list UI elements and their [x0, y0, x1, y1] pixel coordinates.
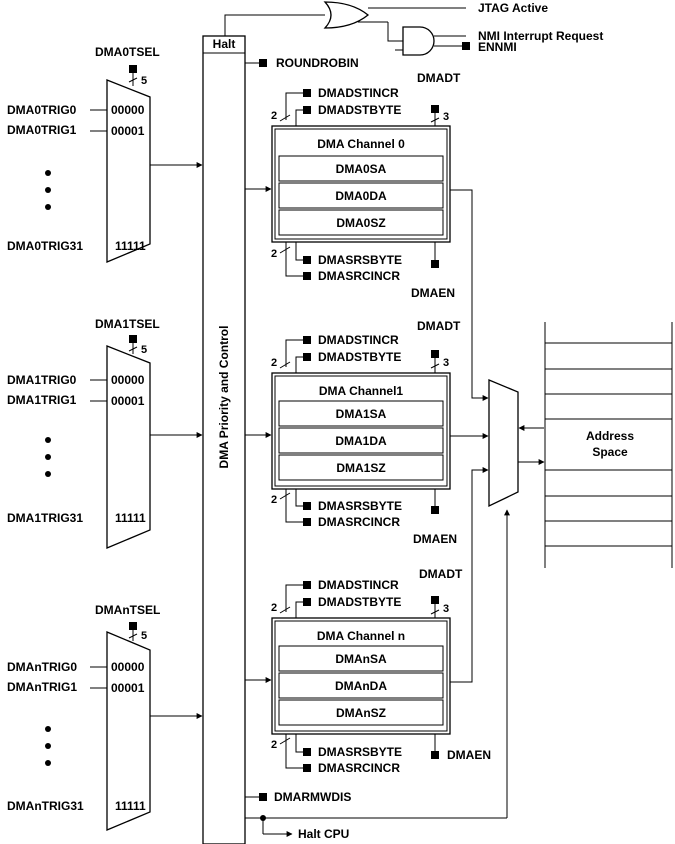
sa-register: DMAnSA — [335, 652, 387, 666]
tsel-bits: 5 — [141, 75, 147, 87]
jtag-label: JTAG Active — [478, 1, 548, 15]
trig31-label: DMAnTRIG31 — [7, 799, 84, 813]
dmadt-label: DMADT — [419, 567, 463, 581]
bits-2b-label: 2 — [271, 248, 277, 260]
dmarmwdis-label: DMARMWDIS — [274, 790, 351, 804]
tsel-label: DMAnTSEL — [95, 603, 160, 617]
trig0-label: DMA0TRIG0 — [7, 103, 77, 117]
dmadt-label: DMADT — [417, 71, 461, 85]
bits-2b-label: 2 — [271, 739, 277, 751]
trigger-mux-shape — [106, 345, 151, 549]
roundrobin-label: ROUNDROBIN — [276, 56, 359, 70]
code1-label: 00001 — [111, 394, 145, 408]
dstbyte-label: DMADSTBYTE — [318, 103, 401, 117]
dma-channel-n: DMADT DMADSTINCR DMADSTBYTE 2 3 DMA Chan… — [245, 467, 491, 775]
code0-label: 00000 — [111, 103, 145, 117]
ennmi-label: ENNMI — [478, 40, 517, 54]
code0-label: 00000 — [111, 373, 145, 387]
address-space-line1: Address — [586, 429, 634, 443]
trig1-label: DMA1TRIG1 — [7, 393, 77, 407]
dstbyte-label: DMADSTBYTE — [318, 350, 401, 364]
dmadt-label: DMADT — [417, 319, 461, 333]
da-register: DMA0DA — [335, 189, 387, 203]
channel-title: DMA Channel 0 — [317, 137, 405, 151]
trig1-label: DMA0TRIG1 — [7, 123, 77, 137]
bits-2-label: 2 — [271, 110, 277, 122]
halt-label: Halt — [213, 37, 236, 51]
trigger-mux-0: DMA0TSEL 5 DMA0TRIG0 00000 DMA0TRIG1 000… — [7, 45, 203, 263]
code1-label: 00001 — [111, 124, 145, 138]
priority-control-label: DMA Priority and Control — [217, 326, 231, 469]
tsel-bits: 5 — [141, 344, 147, 356]
dmarmwdis-signal: DMARMWDIS — [245, 790, 351, 804]
dmaen-label: DMAEN — [413, 532, 457, 546]
code31-label: 11111 — [115, 799, 146, 813]
channel-title: DMA Channel n — [317, 629, 405, 643]
bits-2-label: 2 — [271, 357, 277, 369]
dmaen-label: DMAEN — [447, 748, 491, 762]
da-register: DMA1DA — [335, 434, 387, 448]
code1-label: 00001 — [111, 681, 145, 695]
dstincr-label: DMADSTINCR — [318, 333, 399, 347]
srsbyte-label: DMASRSBYTE — [318, 253, 402, 267]
sz-register: DMAnSZ — [336, 706, 386, 720]
trig31-label: DMA0TRIG31 — [7, 239, 83, 253]
and-gate — [402, 26, 435, 56]
trig0-label: DMAnTRIG0 — [7, 660, 77, 674]
top-logic: JTAG Active NMI Interrupt Request ENNMI — [224, 1, 603, 56]
srcincr-label: DMASRCINCR — [318, 761, 400, 775]
roundrobin-signal: ROUNDROBIN — [245, 56, 359, 70]
trigger-mux-shape — [106, 79, 151, 263]
dstincr-label: DMADSTINCR — [318, 578, 399, 592]
priority-control-block: Halt DMA Priority and Control — [202, 35, 246, 844]
da-register: DMAnDA — [335, 679, 387, 693]
address-space: Address Space — [544, 322, 673, 568]
channel-title: DMA Channel1 — [319, 384, 404, 398]
dma-channel-1: DMADT DMADSTINCR DMADSTBYTE 2 3 DMA Chan… — [245, 319, 489, 546]
dstincr-label: DMADSTINCR — [318, 86, 399, 100]
dmaen-label: DMAEN — [411, 286, 455, 300]
bits-3-label: 3 — [443, 603, 449, 615]
srcincr-label: DMASRCINCR — [318, 269, 400, 283]
halt-cpu-label: Halt CPU — [298, 827, 349, 841]
sz-register: DMA1SZ — [336, 461, 385, 475]
srsbyte-label: DMASRSBYTE — [318, 745, 402, 759]
trig1-label: DMAnTRIG1 — [7, 680, 77, 694]
tsel-label: DMA0TSEL — [95, 45, 160, 59]
srsbyte-label: DMASRSBYTE — [318, 499, 402, 513]
nmi-label: NMI Interrupt Request — [478, 29, 603, 43]
bits-3-label: 3 — [443, 357, 449, 369]
code31-label: 11111 — [115, 239, 146, 253]
dma-channel-0: DMADT DMADSTINCR DMADSTBYTE 2 3 DMA Chan… — [245, 71, 489, 401]
trigger-mux-n: DMAnTSEL 5 DMAnTRIG0 00000 DMAnTRIG1 000… — [7, 603, 203, 831]
srcincr-label: DMASRCINCR — [318, 515, 400, 529]
trig0-label: DMA1TRIG0 — [7, 373, 77, 387]
sz-register: DMA0SZ — [336, 216, 385, 230]
sa-register: DMA0SA — [336, 162, 387, 176]
halt-cpu-signal: Halt CPU — [245, 509, 510, 841]
or-gate — [323, 1, 370, 29]
bits-3-label: 3 — [443, 111, 449, 123]
tsel-label: DMA1TSEL — [95, 317, 160, 331]
dstbyte-label: DMADSTBYTE — [318, 595, 401, 609]
sa-register: DMA1SA — [336, 407, 387, 421]
bits-2b-label: 2 — [271, 494, 277, 506]
code31-label: 11111 — [115, 511, 146, 525]
code0-label: 00000 — [111, 660, 145, 674]
address-space-line2: Space — [592, 445, 628, 459]
output-mux — [488, 379, 545, 508]
trig31-label: DMA1TRIG31 — [7, 511, 83, 525]
tsel-bits: 5 — [141, 630, 147, 642]
bits-2-label: 2 — [271, 602, 277, 614]
trigger-mux-1: DMA1TSEL 5 DMA1TRIG0 00000 DMA1TRIG1 000… — [7, 317, 203, 549]
trigger-mux-shape — [106, 631, 151, 831]
